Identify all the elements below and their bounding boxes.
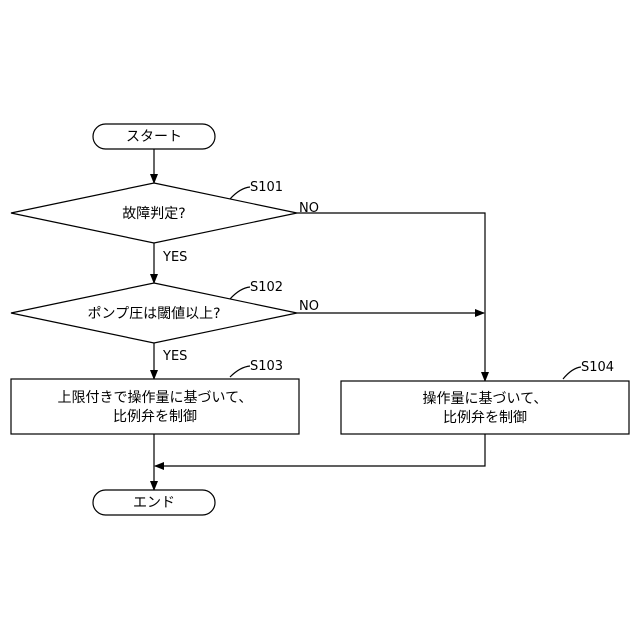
step-label-s104: S104 [581, 360, 614, 375]
process-s104-line1: 操作量に基づいて、 [423, 390, 548, 407]
step-label-s102: S102 [250, 280, 283, 295]
arrow-s101-no-to-s104 [297, 213, 485, 381]
process-s104: 操作量に基づいて、 比例弁を制御 [341, 381, 629, 434]
process-s103-line2: 比例弁を制御 [113, 409, 197, 425]
decision-s101-text: 故障判定? [122, 206, 185, 222]
end-terminal: エンド [93, 490, 215, 515]
decision-s102-text: ポンプ圧は閾値以上? [87, 306, 220, 322]
end-label: エンド [133, 495, 175, 511]
s101-no-label: NO [299, 201, 319, 216]
s102-yes-label: YES [162, 349, 187, 364]
arrow-s104-to-merge [155, 434, 485, 466]
s102-no-label: NO [299, 299, 319, 314]
start-label: スタート [126, 129, 182, 145]
s104-leader-line [563, 367, 581, 379]
process-s103-line1: 上限付きで操作量に基づいて、 [58, 389, 253, 406]
process-s103: 上限付きで操作量に基づいて、 比例弁を制御 [11, 379, 299, 434]
start-terminal: スタート [93, 124, 215, 149]
s101-leader-line [230, 187, 250, 199]
step-label-s101: S101 [250, 180, 283, 195]
step-label-s103: S103 [250, 359, 283, 374]
process-s104-line2: 比例弁を制御 [443, 410, 527, 426]
s103-leader-line [230, 366, 250, 377]
s101-yes-label: YES [162, 250, 187, 265]
s102-leader-line [230, 287, 250, 299]
